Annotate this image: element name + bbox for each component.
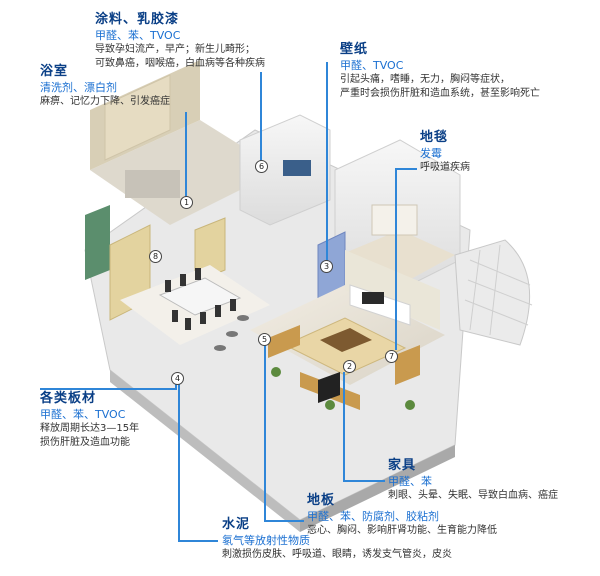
floor-effect: 恶心、胸闷、影响肝肾功能、生育能力降低 xyxy=(307,525,497,536)
leader-floor-h xyxy=(264,520,304,522)
balcony-pavers xyxy=(464,244,533,336)
slab-front-edge xyxy=(110,370,300,532)
callout-boards: 各类板材 甲醛、苯、TVOC 释放周期长达3—15年 损伤肝脏及造血功能 xyxy=(40,391,139,450)
bathroom-title: 浴室 xyxy=(40,64,69,79)
marker-6: 6 xyxy=(255,160,268,173)
floor-title: 地板 xyxy=(307,493,336,508)
sofa-right xyxy=(395,345,420,385)
bar-stools xyxy=(214,315,249,351)
leader-wallpaper xyxy=(326,62,328,262)
slab-right-edge xyxy=(300,445,455,532)
bedroom-floor xyxy=(340,230,455,285)
marker-5: 5 xyxy=(258,333,271,346)
leader-furniture-h xyxy=(343,480,385,482)
cement-chemicals: 氡气等放射性物质 xyxy=(222,534,310,547)
plant xyxy=(405,400,415,410)
furniture-title: 家具 xyxy=(388,458,417,473)
leader-boards-h xyxy=(40,388,175,390)
cement-title: 水泥 xyxy=(222,517,251,532)
marker-8: 8 xyxy=(149,250,162,263)
wallpaper-chemicals: 甲醛、TVOC xyxy=(340,59,404,72)
callout-bathroom: 浴室 清洗剂、漂白剂 麻痹、记忆力下降、引发癌症 xyxy=(40,64,170,109)
marker-4: 4 xyxy=(171,372,184,385)
leader-carpet-v xyxy=(395,168,397,350)
coffee-table xyxy=(320,328,372,352)
boards-effect: 损伤肝脏及造血功能 xyxy=(40,437,130,448)
tv xyxy=(362,292,384,304)
cement-effect: 刺激损伤皮肤、呼吸道、眼睛，诱发支气管炎，皮炎 xyxy=(222,549,452,560)
kitchen-green-wall xyxy=(85,205,110,280)
callout-wallpaper: 壁纸 甲醛、TVOC 引起头痛，嗜睡，无力，胸闷等症状， 严重时会损伤肝脏和造血… xyxy=(340,42,540,101)
leader-boards-v xyxy=(175,380,177,390)
plant xyxy=(271,367,281,377)
kitchen-counter xyxy=(125,170,180,198)
marker-1: 1 xyxy=(180,196,193,209)
marker-7: 7 xyxy=(385,350,398,363)
wall-picture xyxy=(283,160,311,176)
marker-2: 2 xyxy=(343,360,356,373)
carpet-effect: 呼吸道疾病 xyxy=(420,162,470,173)
marker-3: 3 xyxy=(320,260,333,273)
floor-chemicals: 甲醛、苯、防腐剂、胶粘剂 xyxy=(307,510,439,523)
wallpaper-title: 壁纸 xyxy=(340,42,369,57)
wood-panel xyxy=(194,217,226,283)
leader-furniture-v xyxy=(343,372,345,482)
callout-furniture: 家具 甲醛、苯 刺眼、头晕、失眠、导致白血病、癌症 xyxy=(388,458,558,503)
carpet-chemicals: 发霉 xyxy=(420,147,442,160)
paint-title: 涂料、乳胶漆 xyxy=(95,12,180,27)
paint-effect: 导致孕妇流产，早产；新生儿畸形； xyxy=(95,44,255,55)
furniture-effect: 刺眼、头晕、失眠、导致白血病、癌症 xyxy=(388,490,558,501)
paint-chemicals: 甲醛、苯、TVOC xyxy=(95,29,181,42)
wallpaper-effect: 严重时会损伤肝脏和造血系统，甚至影响死亡 xyxy=(340,88,540,99)
dining-table xyxy=(158,277,242,316)
boards-chemicals: 甲醛、苯、TVOC xyxy=(40,408,126,421)
fireplace xyxy=(318,372,340,403)
plant xyxy=(325,400,335,410)
leader-floor-v xyxy=(264,344,266,522)
leader-paint xyxy=(260,72,262,164)
bathroom-tiles xyxy=(104,74,171,161)
callout-cement: 水泥 氡气等放射性物质 刺激损伤皮肤、呼吸道、眼睛，诱发支气管炎，皮炎 xyxy=(222,517,452,562)
living-back-wall xyxy=(345,250,440,330)
furniture-chemicals: 甲醛、苯 xyxy=(388,475,432,488)
balcony xyxy=(454,239,531,346)
bedroom-bed xyxy=(371,204,418,236)
carpet-title: 地毯 xyxy=(420,130,449,145)
callout-floor: 地板 甲醛、苯、防腐剂、胶粘剂 恶心、胸闷、影响肝肾功能、生育能力降低 xyxy=(307,493,497,538)
callout-paint: 涂料、乳胶漆 甲醛、苯、TVOC 导致孕妇流产，早产；新生儿畸形； 可致鼻癌，咽… xyxy=(95,12,265,71)
wallpaper-effect: 引起头痛，嗜睡，无力，胸闷等症状， xyxy=(340,74,510,85)
sofa-left xyxy=(268,325,300,358)
leader-bathroom xyxy=(185,112,187,200)
leader-cement-h xyxy=(178,540,218,542)
paint-effect: 可致鼻癌，咽喉癌，白血病等各种疾病 xyxy=(95,58,265,69)
dining-chairs xyxy=(165,268,236,330)
callout-carpet: 地毯 发霉 呼吸道疾病 xyxy=(420,130,470,175)
leader-cement-v xyxy=(178,380,180,542)
bathroom-chemicals: 清洗剂、漂白剂 xyxy=(40,81,117,94)
bathroom-effect: 麻痹、记忆力下降、引发癌症 xyxy=(40,96,170,107)
boards-title: 各类板材 xyxy=(40,391,97,406)
boards-effect: 释放周期长达3—15年 xyxy=(40,423,140,434)
leader-carpet-h xyxy=(395,168,417,170)
